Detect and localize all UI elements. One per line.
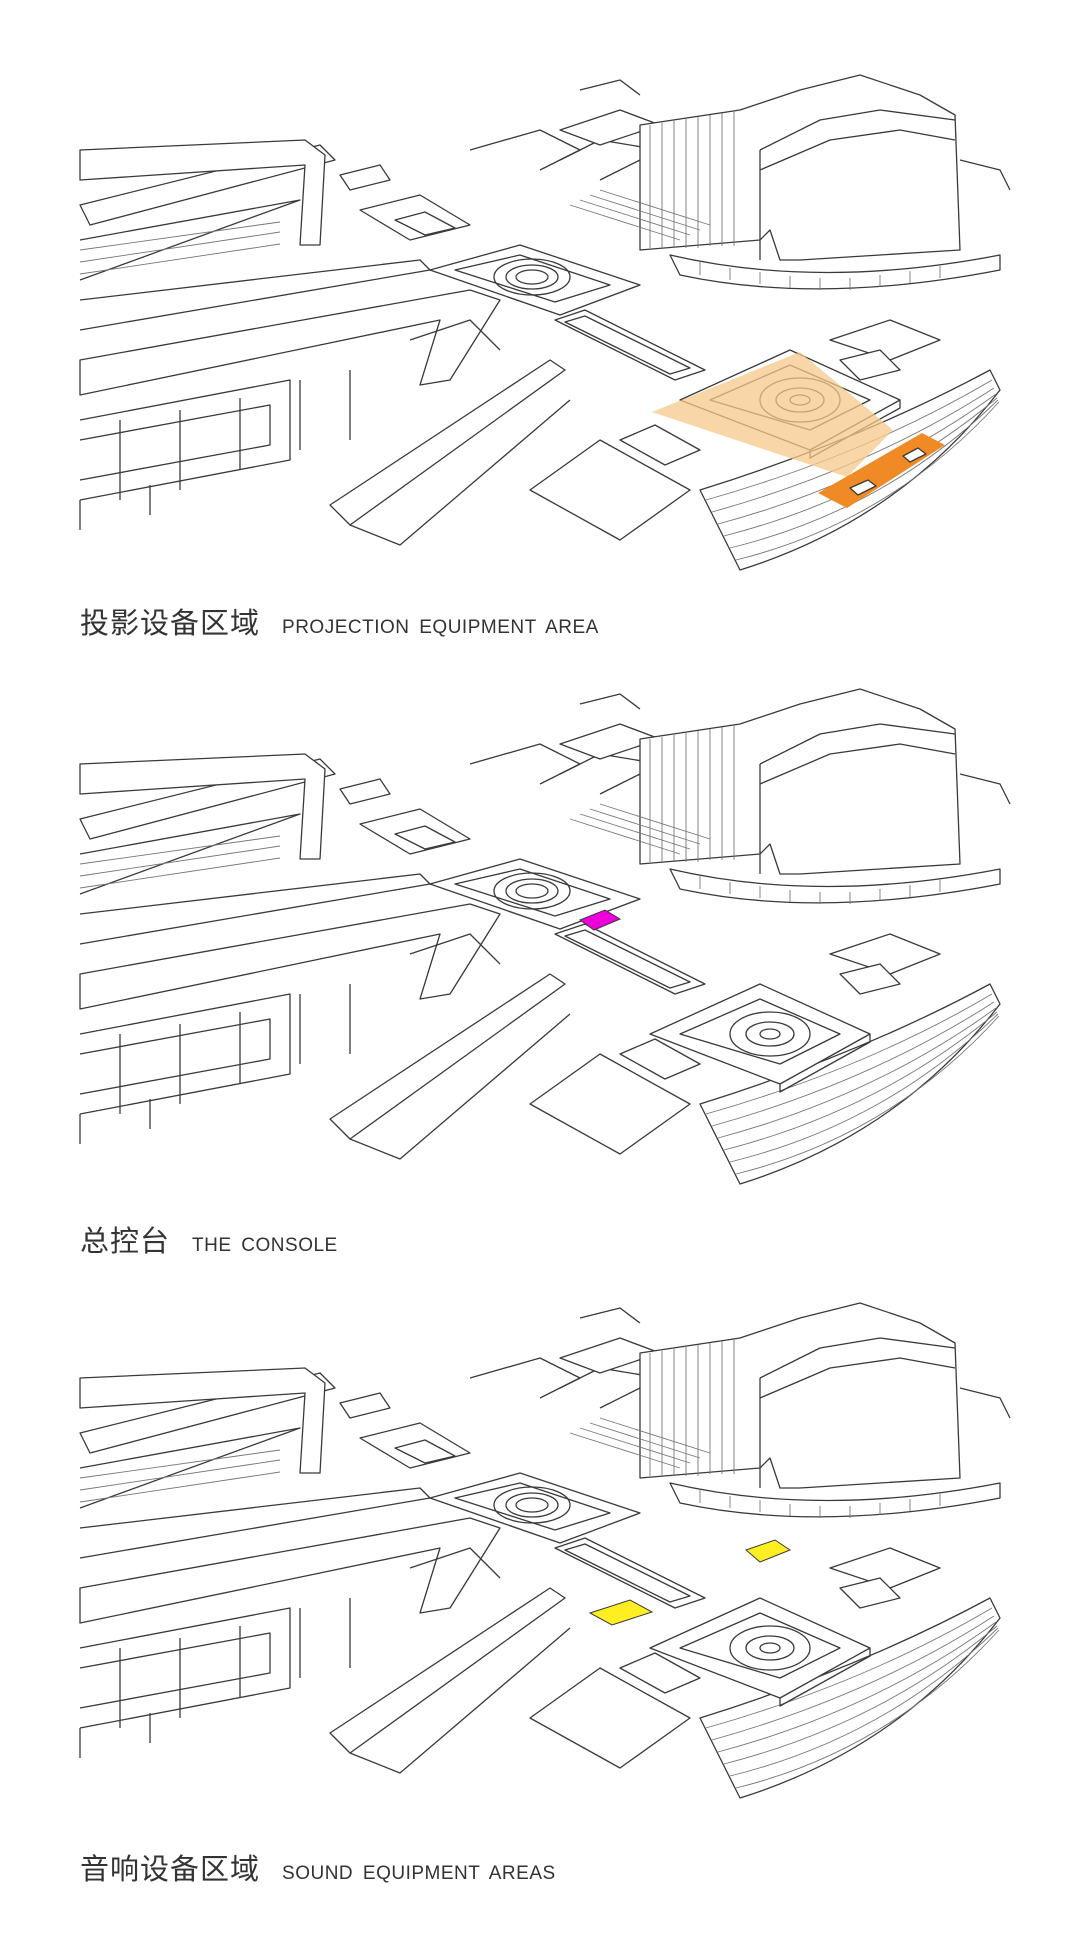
panel-sound-equipment-areas: 音响设备区域 SOUND EQUIPMENT AREAS	[0, 1228, 1083, 1886]
sound-equipment-zone	[745, 1539, 792, 1563]
caption-cn: 投影设备区域	[80, 606, 261, 640]
caption: 音响设备区域 SOUND EQUIPMENT AREAS	[80, 1846, 556, 1888]
caption-en: PROJECTION EQUIPMENT AREA	[282, 617, 599, 638]
site-drawing	[79, 1302, 1011, 1799]
projector-icon	[849, 479, 877, 496]
console-zone	[578, 909, 622, 931]
caption-en: THE CONSOLE	[192, 1235, 338, 1256]
panel-projection-equipment-area: 投影设备区域 PROJECTION EQUIPMENT AREA	[0, 0, 1083, 640]
projection-cone	[652, 352, 893, 477]
panel-console: 总控台 THE CONSOLE	[0, 614, 1083, 1258]
site-drawing	[79, 688, 1011, 1185]
projector-icon	[902, 447, 927, 463]
caption-cn: 音响设备区域	[80, 1852, 261, 1886]
caption-en: SOUND EQUIPMENT AREAS	[282, 1863, 556, 1884]
caption: 总控台 THE CONSOLE	[80, 1218, 338, 1260]
sound-equipment-zone	[588, 1599, 654, 1626]
site-drawing	[79, 74, 1011, 571]
caption: 投影设备区域 PROJECTION EQUIPMENT AREA	[80, 600, 599, 642]
caption-cn: 总控台	[80, 1224, 171, 1258]
